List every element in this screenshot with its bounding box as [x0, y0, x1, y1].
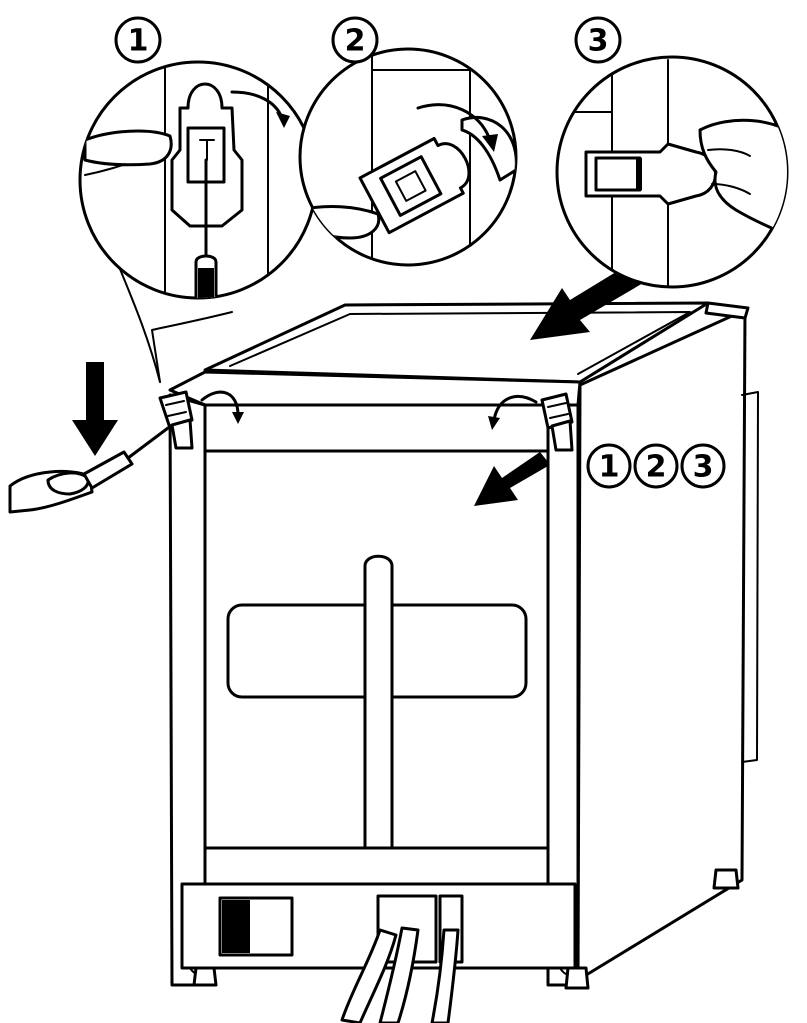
- push-arrow-door: [474, 452, 548, 506]
- sequence-badge-2: 2: [633, 443, 679, 489]
- screwdriver-hand: [8, 426, 170, 514]
- rotate-arrow-right: [488, 394, 538, 430]
- press-arrow-down: [72, 362, 118, 456]
- step-number-1: 1: [128, 24, 149, 59]
- right-bracket: [540, 392, 574, 452]
- dishwasher-unit: [168, 301, 759, 1023]
- sequence-number-3: 3: [693, 450, 714, 485]
- sequence-badge-3: 3: [680, 443, 726, 489]
- detail-circle-1: [78, 60, 318, 300]
- step-badge-1: 1: [114, 16, 162, 64]
- left-bracket: [158, 390, 194, 450]
- rotate-arrow-left: [200, 390, 244, 424]
- sequence-badge-1: 1: [586, 443, 632, 489]
- step-number-2: 2: [345, 24, 366, 59]
- detail-circle-3: [555, 55, 789, 289]
- step-badge-2: 2: [331, 16, 379, 64]
- sequence-number-1: 1: [599, 450, 620, 485]
- step-number-3: 3: [588, 24, 609, 59]
- sequence-number-2: 2: [646, 450, 667, 485]
- step-badge-3: 3: [574, 16, 622, 64]
- detail-circle-2: [298, 47, 518, 267]
